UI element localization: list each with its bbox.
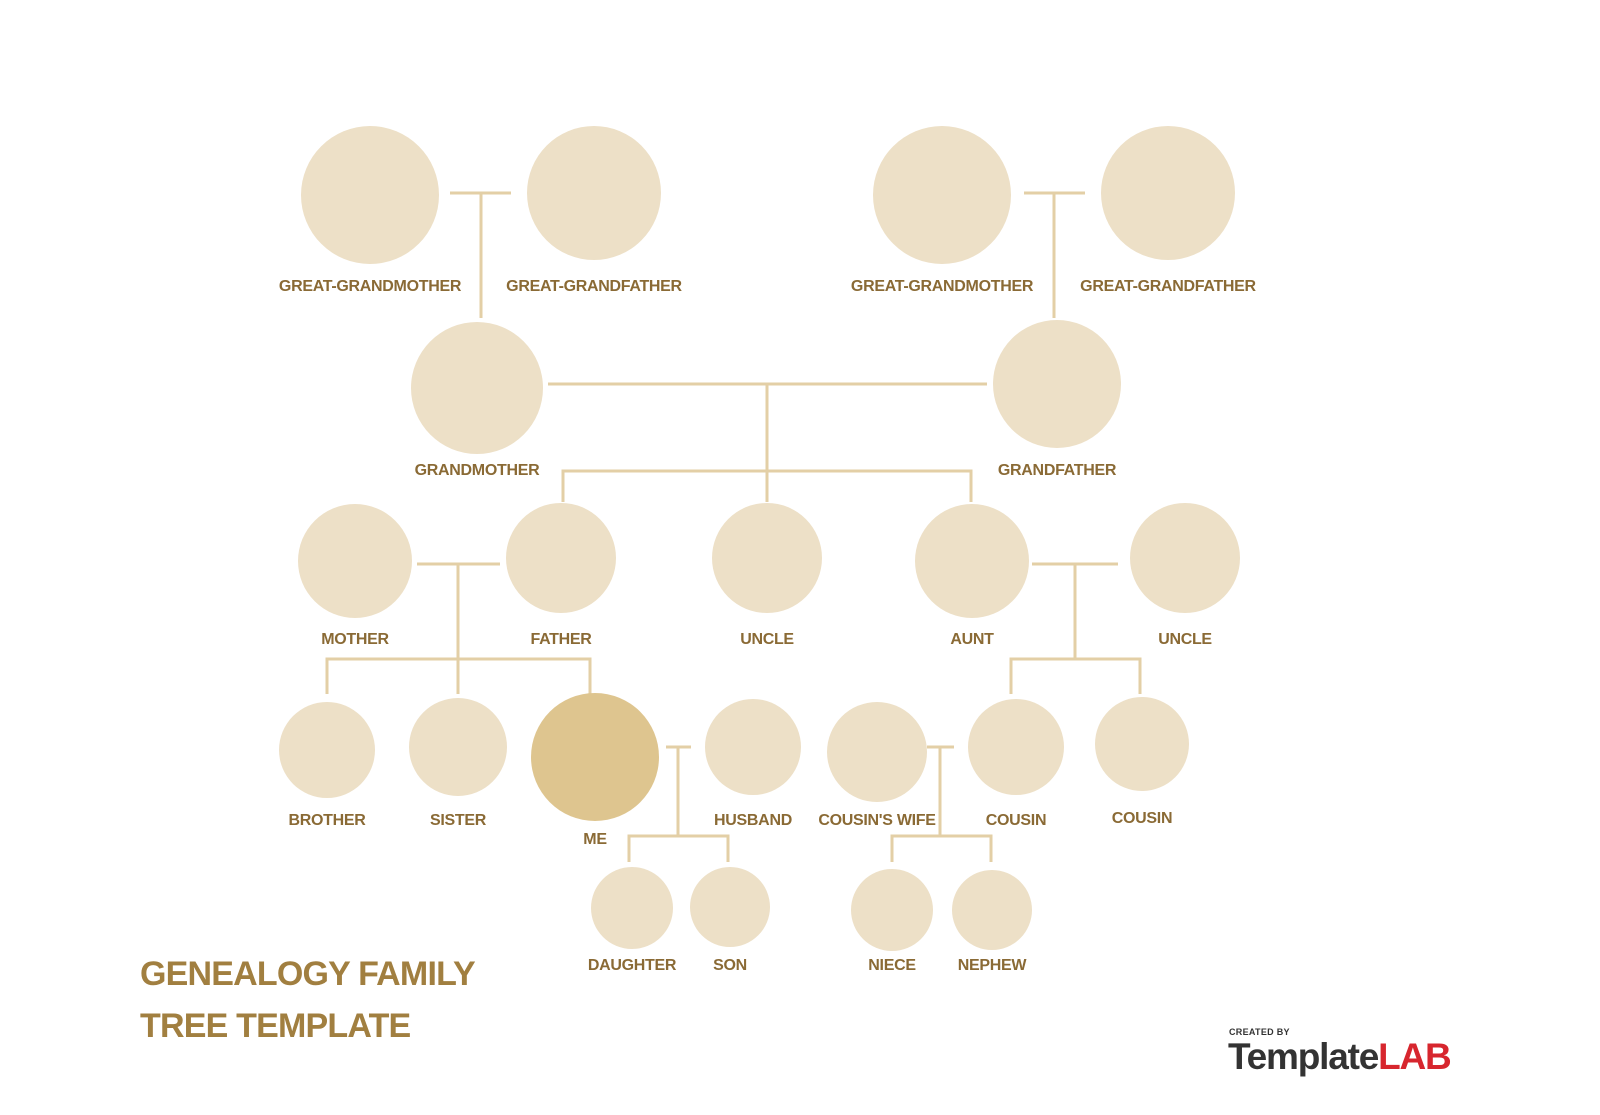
avatar-circle	[409, 698, 507, 796]
connector-line	[627, 834, 730, 862]
tree-connectors	[325, 191, 1142, 862]
member-daughter: DAUGHTER	[588, 867, 677, 974]
member-father: FATHER	[506, 503, 616, 648]
avatar-circle	[993, 320, 1121, 448]
member-label: AUNT	[950, 631, 994, 648]
avatar-circle	[301, 126, 439, 264]
avatar-circle	[531, 693, 659, 821]
avatar-circle	[279, 702, 375, 798]
member-label: BROTHER	[288, 812, 366, 829]
member-son: SON	[690, 867, 770, 974]
avatar-circle	[1101, 126, 1235, 260]
avatar-circle	[851, 869, 933, 951]
member-label: UNCLE	[1158, 631, 1212, 648]
avatar-circle	[411, 322, 543, 454]
connector-line	[1009, 657, 1142, 694]
avatar-circle	[506, 503, 616, 613]
member-label: SON	[713, 957, 747, 974]
member-uncle2: UNCLE	[1130, 503, 1240, 648]
member-label: NIECE	[868, 957, 916, 974]
member-label: UNCLE	[740, 631, 794, 648]
avatar-circle	[1095, 697, 1189, 791]
member-ggm2: GREAT-GRANDMOTHER	[851, 126, 1034, 295]
title-line-1: GENEALOGY FAMILY	[140, 955, 476, 993]
member-label: NEPHEW	[958, 957, 1028, 974]
page-title: GENEALOGY FAMILY TREE TEMPLATE	[140, 948, 476, 1052]
tree-nodes: GREAT-GRANDMOTHER GREAT-GRANDFATHER GREAT-…	[279, 126, 1257, 974]
avatar-circle	[827, 702, 927, 802]
member-brother: BROTHER	[279, 702, 375, 829]
member-label: GREAT-GRANDMOTHER	[851, 278, 1034, 295]
member-label: SISTER	[430, 812, 487, 829]
member-label: COUSIN'S WIFE	[818, 812, 936, 829]
member-cousin2: COUSIN	[1095, 697, 1189, 827]
member-label: GREAT-GRANDFATHER	[1080, 278, 1256, 295]
connector-line	[561, 469, 973, 502]
member-cousin1: COUSIN	[968, 699, 1064, 829]
logo-created-by: CREATED BY	[1229, 1027, 1290, 1037]
member-gm: GRANDMOTHER	[411, 322, 543, 479]
logo-template-text: Template	[1228, 1036, 1379, 1077]
avatar-circle	[298, 504, 412, 618]
member-label: ME	[583, 831, 607, 848]
member-label: DAUGHTER	[588, 957, 677, 974]
member-label: COUSIN	[986, 812, 1046, 829]
avatar-circle	[690, 867, 770, 947]
connector-line	[890, 834, 993, 862]
member-me: ME	[531, 693, 659, 848]
avatar-circle	[705, 699, 801, 795]
member-cousinwife: COUSIN'S WIFE	[818, 702, 937, 829]
avatar-circle	[712, 503, 822, 613]
connector-line	[325, 657, 592, 694]
avatar-circle	[915, 504, 1029, 618]
member-ggf2: GREAT-GRANDFATHER	[1080, 126, 1257, 295]
member-uncle1: UNCLE	[712, 503, 822, 648]
logo-lab-text: LAB	[1378, 1036, 1452, 1077]
member-label: MOTHER	[321, 631, 389, 648]
templatelab-logo: CREATED BY TemplateLAB	[1228, 1027, 1488, 1087]
member-sister: SISTER	[409, 698, 507, 829]
member-label: HUSBAND	[714, 812, 792, 829]
member-label: FATHER	[530, 631, 592, 648]
member-nephew: NEPHEW	[952, 870, 1032, 974]
member-gf: GRANDFATHER	[993, 320, 1121, 479]
member-label: GREAT-GRANDMOTHER	[279, 278, 462, 295]
member-label: GREAT-GRANDFATHER	[506, 278, 682, 295]
member-label: COUSIN	[1112, 810, 1172, 827]
title-line-2: TREE TEMPLATE	[140, 1007, 411, 1045]
avatar-circle	[952, 870, 1032, 950]
avatar-circle	[1130, 503, 1240, 613]
avatar-circle	[873, 126, 1011, 264]
member-niece: NIECE	[851, 869, 933, 974]
member-mother: MOTHER	[298, 504, 412, 648]
avatar-circle	[591, 867, 673, 949]
member-label: GRANDMOTHER	[415, 462, 540, 479]
member-husband: HUSBAND	[705, 699, 801, 829]
member-label: GRANDFATHER	[998, 462, 1117, 479]
member-ggf1: GREAT-GRANDFATHER	[506, 126, 683, 295]
member-ggm1: GREAT-GRANDMOTHER	[279, 126, 462, 295]
avatar-circle	[527, 126, 661, 260]
avatar-circle	[968, 699, 1064, 795]
member-aunt: AUNT	[915, 504, 1029, 648]
